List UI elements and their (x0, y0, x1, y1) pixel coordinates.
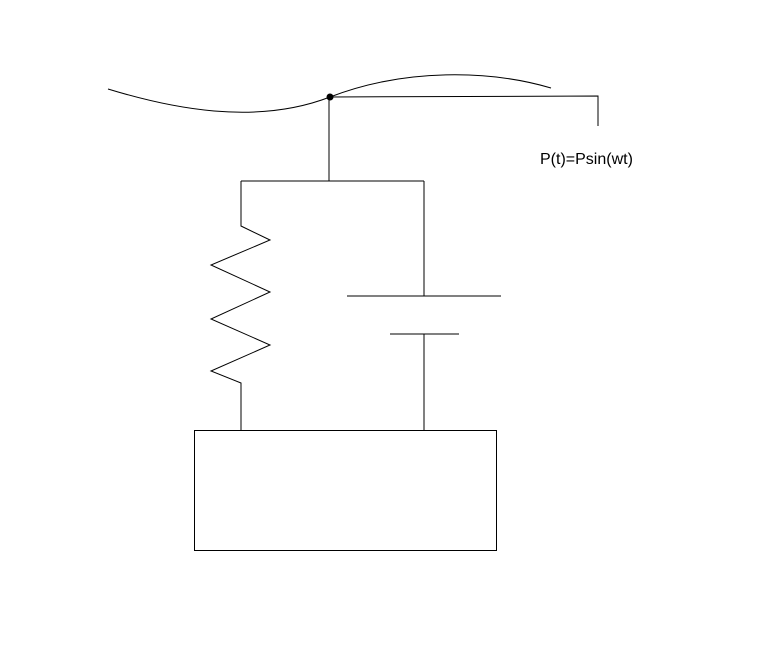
force-line (329, 95, 599, 126)
force-label: P(t)=Psin(wt) (540, 151, 633, 168)
spring (209, 181, 272, 430)
mass-block (194, 430, 497, 551)
